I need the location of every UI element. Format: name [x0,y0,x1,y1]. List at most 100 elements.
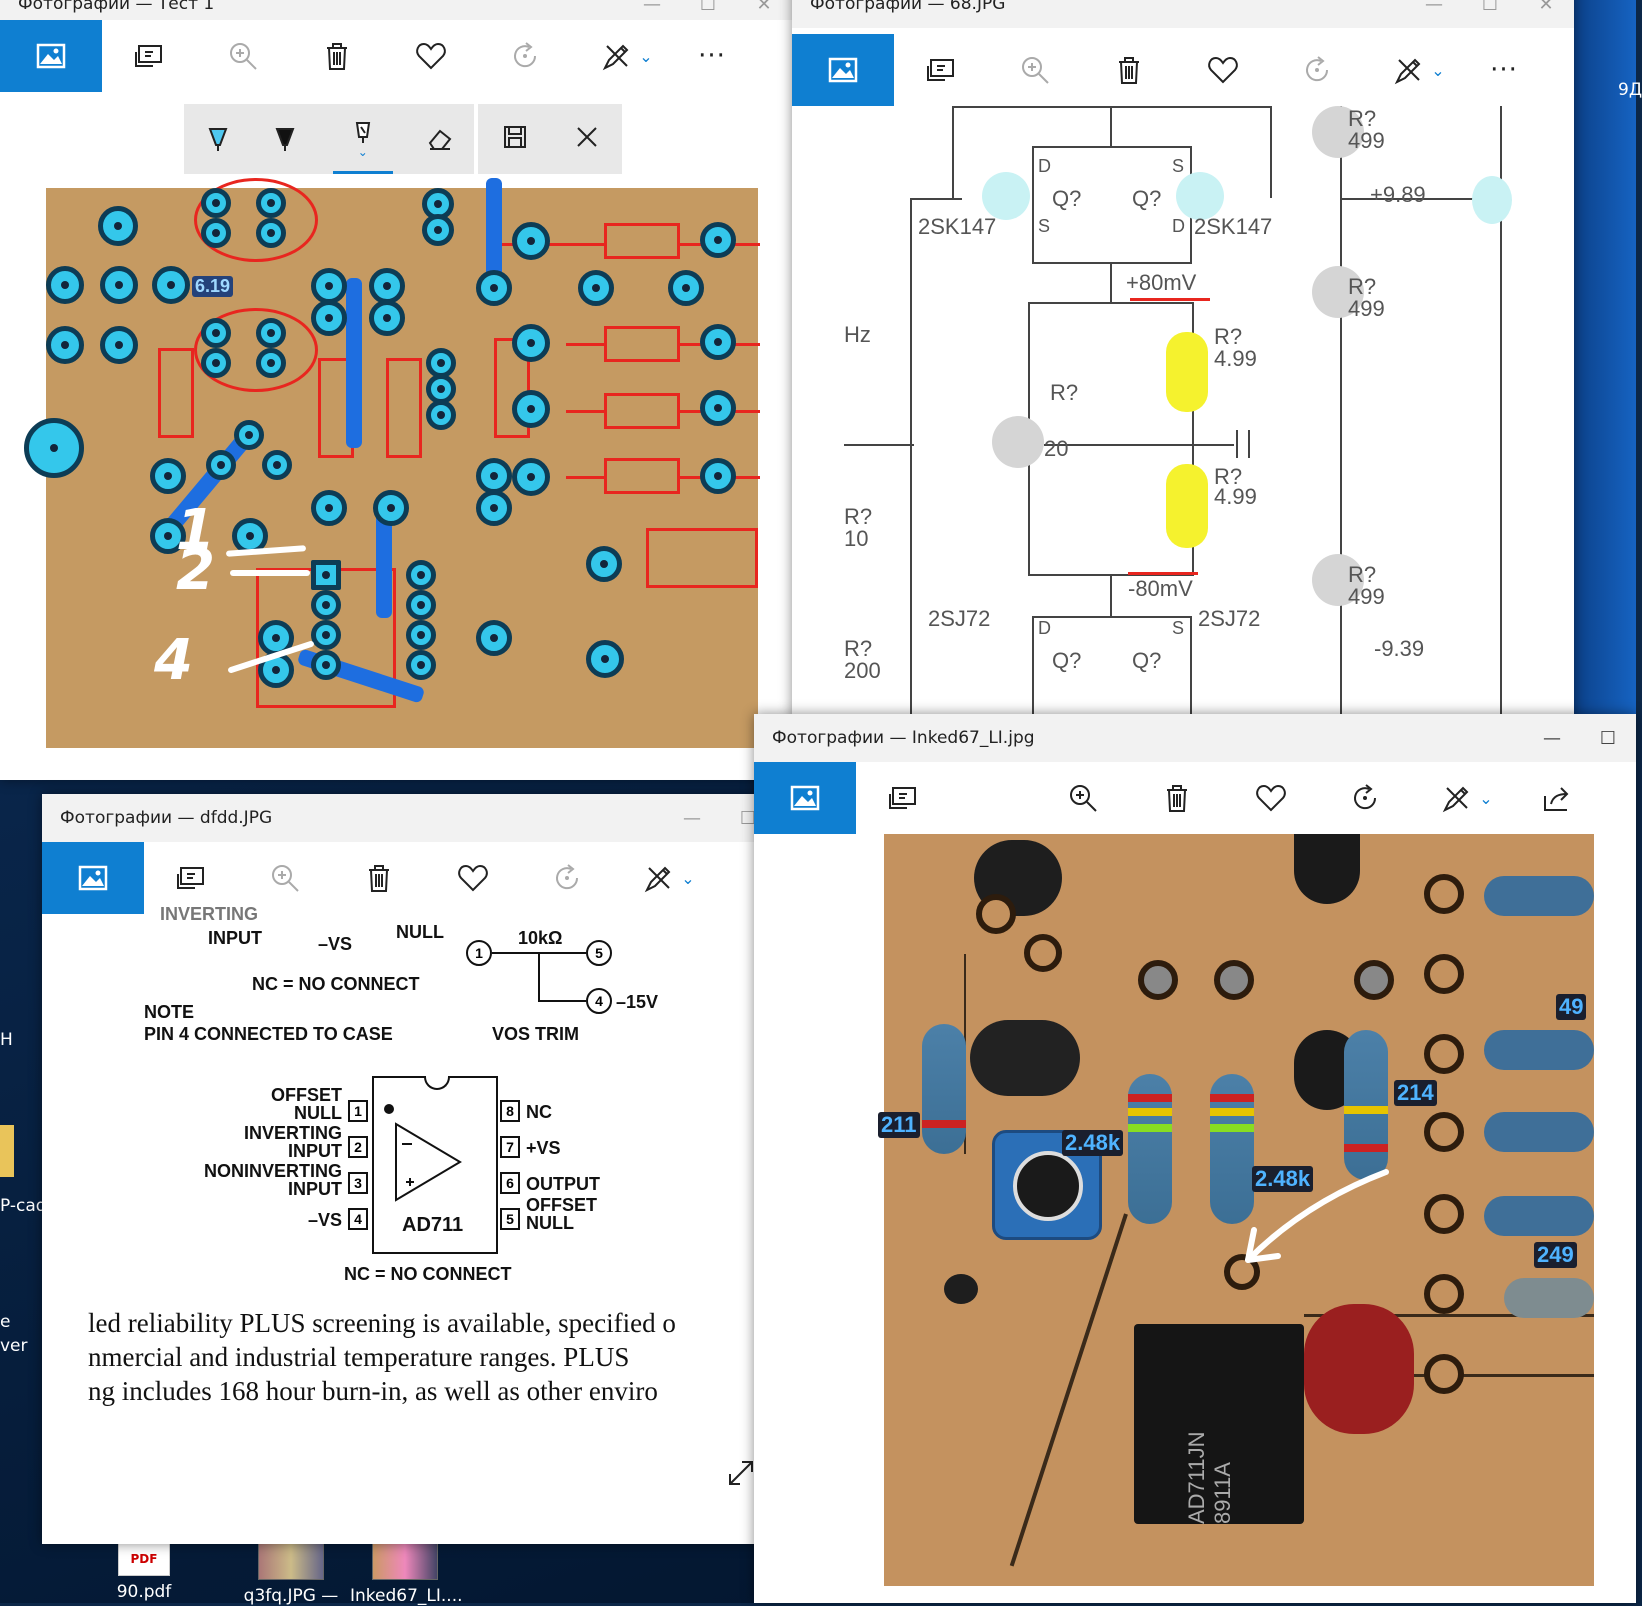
pencil-button[interactable] [265,119,305,159]
desktop-fragment[interactable]: P-cad [0,1196,47,1216]
rotate-button[interactable] [478,20,572,92]
eraser-button[interactable] [420,119,460,159]
close-button[interactable]: ✕ [756,0,772,15]
maximize-button[interactable]: ☐ [699,0,717,15]
favorite-button[interactable] [384,20,478,92]
pcb-pad [369,300,405,336]
save-ink-button[interactable] [502,124,528,154]
chip-marking: AD711JN 8911A [1184,1431,1235,1524]
zoom-button[interactable] [988,34,1082,106]
solder-pad [1224,1254,1260,1290]
home-button[interactable] [754,762,856,834]
edit-draw-button[interactable]: ⌄ [1364,34,1474,106]
ic-pin: 6 [500,1172,520,1194]
pcb-pad [256,318,286,348]
desktop-icon-pdf[interactable]: PDF 90.pdf [94,1540,194,1602]
component-outline [646,528,758,588]
nc-note: NC = NO CONNECT [252,974,420,994]
minimize-button[interactable]: — [1543,727,1561,749]
ink-annotation-1: 1 [176,498,215,563]
title-bar[interactable]: Фотографии — dfdd.JPG — ☐ [42,794,776,842]
favorite-button[interactable] [426,842,520,914]
datasheet-image[interactable]: INVERTING INPUT –VS NULL NC = NO CONNECT… [42,904,776,1544]
pin-name: OFFSET NULL [526,1195,597,1233]
home-button[interactable] [792,34,894,106]
home-button[interactable] [42,842,144,914]
title-bar[interactable]: Фотографии — Inked67_LI.jpg — ☐ [754,714,1636,762]
favorite-button[interactable] [1176,34,1270,106]
pcb-pad [150,518,186,554]
ballpoint-pen-button[interactable] [198,119,238,159]
slideshow-button[interactable] [894,34,988,106]
title-bar[interactable]: Фотографии — 68.JPG — ☐ ✕ [792,0,1574,28]
more-button[interactable]: ··· [698,41,726,71]
delete-button[interactable] [1082,34,1176,106]
minimize-button[interactable]: — [683,807,701,829]
zoom-button[interactable] [238,842,332,914]
pencil-icon [275,128,295,151]
red-wire [566,343,606,346]
trimmer-value: 20 [1044,436,1069,461]
wire [1032,146,1192,148]
rotate-button[interactable] [1318,762,1412,834]
desktop-icon-jpg[interactable]: q3fq.JPG — [236,1540,346,1606]
photos-window-inked67[interactable]: Фотографии — Inked67_LI.jpg — ☐ ⌄ [754,714,1636,1603]
fet-highlight [1472,176,1512,224]
photos-window-dfdd[interactable]: Фотографии — dfdd.JPG — ☐ ⌄ INVERTING IN… [42,794,776,1544]
maximize-button[interactable]: ☐ [739,807,757,829]
maximize-button[interactable]: ☐ [1481,0,1499,15]
resistor [922,1024,966,1154]
resistor-highlight [1312,554,1364,606]
ic-part-number: AD711 [402,1214,464,1236]
slideshow-button[interactable] [856,762,950,834]
value-label: 49 [1556,994,1587,1020]
photos-window-test[interactable]: Фотографии — Тест 1 — ☐ ✕ ⌄ ··· ⌄ [0,0,792,780]
calligraphy-pen-button[interactable]: ⌄ [332,104,393,174]
more-button[interactable]: ··· [1490,55,1518,85]
schematic-image[interactable]: 2SK147 2SK147 Q? Q? D S S D +80mV R? 4.9… [844,106,1544,738]
fet-ref: Q? [1132,186,1162,211]
cut-label: Hz [844,322,871,347]
desktop-icon-inked[interactable]: Inked67_LI.... [350,1540,463,1606]
resistor-outline [604,223,680,259]
home-button[interactable] [0,20,102,92]
film-capacitor [1304,1304,1414,1434]
photos-window-68[interactable]: Фотографии — 68.JPG — ☐ ✕ ⌄ ··· [792,0,1574,738]
pcb-photo[interactable]: 6.19 1 2 4 [24,178,760,748]
zoom-button[interactable] [1036,762,1130,834]
close-button[interactable]: ✕ [1538,0,1554,15]
resistor-ref: R? [1348,562,1377,587]
close-ink-button[interactable] [575,125,599,153]
minimize-button[interactable]: — [1425,0,1443,15]
slideshow-icon [135,45,162,67]
delete-button[interactable] [1130,762,1224,834]
edit-draw-button[interactable]: ⌄ [614,842,724,914]
ink-arrow-icon [1245,1169,1389,1263]
delete-button[interactable] [332,842,426,914]
folder-icon[interactable] [0,1125,14,1177]
slideshow-button[interactable] [144,842,238,914]
edit-draw-button[interactable]: ⌄ [572,20,682,92]
window-title: Фотографии — Тест 1 [18,0,215,14]
image-thumbnail-icon [258,1540,324,1580]
maximize-button[interactable]: ☐ [1599,727,1617,749]
rotate-button[interactable] [520,842,614,914]
favorite-button[interactable] [1224,762,1318,834]
minimize-button[interactable]: — [643,0,661,15]
edit-draw-button[interactable]: ⌄ [1412,762,1522,834]
pcb-pad [578,270,614,306]
share-button[interactable] [1522,762,1592,834]
trash-icon [327,43,347,70]
desktop-fragment[interactable]: ver [0,1336,28,1356]
zoom-button[interactable] [196,20,290,92]
rotate-button[interactable] [1270,34,1364,106]
solder-pad [1424,874,1464,914]
delete-button[interactable] [290,20,384,92]
expand-button[interactable] [726,1458,756,1488]
slideshow-button[interactable] [102,20,196,92]
pin-name: +VS [526,1138,561,1158]
resistor-highlight [1166,332,1208,412]
pdf-icon: PDF [118,1540,170,1576]
calligraphy-pen-icon [355,121,370,143]
circuit-board-photo[interactable]: AD711JN 8911A 49 211 2.48k 2.48k 214 249 [878,834,1594,1586]
